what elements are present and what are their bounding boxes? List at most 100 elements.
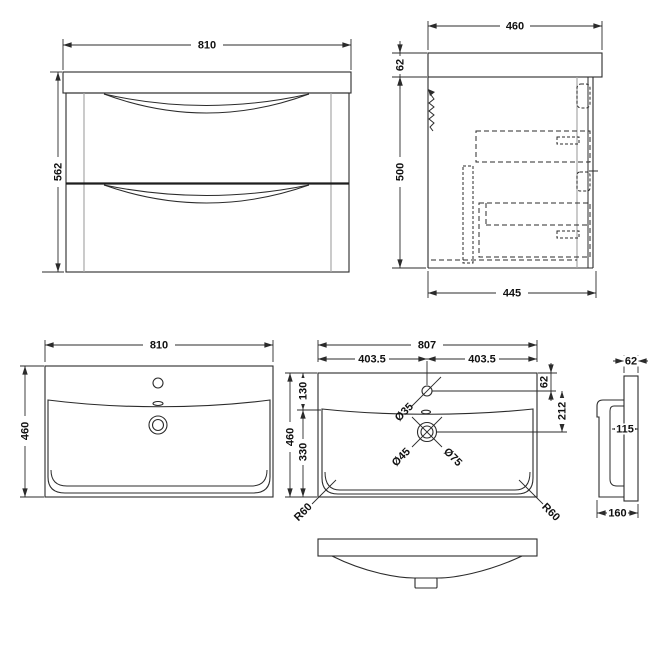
dim-label-62-profile: 62 <box>625 356 637 368</box>
label-mask <box>556 398 568 424</box>
dim-label-460-detail-group: 460 <box>284 422 297 452</box>
basin-bowl-outline <box>47 399 271 494</box>
dim-half-widths: 403.5 403.5 <box>318 353 537 385</box>
dim-label-212-group: 212 <box>556 398 569 424</box>
drawer-handle-curve-bottom <box>103 184 310 196</box>
label-mask <box>500 20 530 32</box>
dim-label-330-group: 330 <box>297 439 310 465</box>
dim-label-403-5-right: 403.5 <box>468 354 496 366</box>
wall-fixing-mark <box>428 89 435 96</box>
dim-worktop-thickness: 62 <box>392 41 427 89</box>
dim-label-500-group: 500 <box>394 157 407 187</box>
overflow-slot <box>152 400 164 407</box>
dim-label-460-detail: 460 <box>285 428 297 446</box>
label-r60-left: R60 <box>292 501 315 524</box>
dim-label-445: 445 <box>503 288 521 300</box>
drawer-handle-curve-bottom <box>103 184 310 204</box>
drawer-handle-curve-top <box>103 93 310 114</box>
dim-label-130-group: 130 <box>297 378 310 404</box>
dim-label-403-5-left: 403.5 <box>358 354 386 366</box>
basin-detail-view: 807 403.5 403.5 Ø35 Ø45 Ø75 <box>284 339 569 524</box>
dim-label-62-detail-group: 62 <box>539 376 551 388</box>
dim-label-115: 115 <box>616 424 634 436</box>
dim-bowl-inner-depth: 115 <box>612 423 638 436</box>
waste-outlet-inner <box>420 425 434 439</box>
dim-label-160: 160 <box>608 508 626 520</box>
drawer-box-top-hidden <box>475 130 591 163</box>
label-tap-dia: Ø35 <box>393 401 416 424</box>
bowl-outer-profile <box>596 399 624 498</box>
basin-front-view <box>317 538 538 589</box>
dim-label-562: 562 <box>53 163 65 181</box>
label-waste-inner-dia: Ø45 <box>390 446 413 469</box>
dim-basin-depth: 460 <box>19 365 44 498</box>
hanging-bracket-top <box>576 83 591 109</box>
label-mask <box>607 507 628 519</box>
dim-label-460: 460 <box>506 21 524 33</box>
dim-label-810: 810 <box>198 40 216 52</box>
dim-label-212: 212 <box>557 402 569 420</box>
waste-outer-label-group: Ø75 <box>441 446 464 469</box>
basin-plan-view: 810 460 <box>19 339 274 498</box>
dim-label-460-basin: 460 <box>20 422 32 440</box>
label-mask <box>496 287 528 299</box>
cabinet-front-view: 810 562 <box>42 39 352 273</box>
waste-fitting-front <box>414 577 438 589</box>
dim-overall-depth: 160 <box>596 500 639 520</box>
label-mask <box>191 39 223 51</box>
tap-hole <box>152 377 164 389</box>
dim-side-top-depth: 460 <box>427 20 603 50</box>
label-waste-outer-dia: Ø75 <box>441 446 464 469</box>
waste-cross-line <box>411 416 443 448</box>
waste-outlet-inner <box>151 418 165 432</box>
label-r60-right: R60 <box>539 501 562 524</box>
drawer-runner-top-hidden <box>556 136 580 145</box>
dim-tap-position: 62 212 <box>538 363 569 432</box>
bowl-inner-profile <box>609 405 624 487</box>
label-mask <box>297 439 309 465</box>
corner-radius-right: R60 <box>518 479 562 524</box>
radius-leader <box>311 479 337 505</box>
dim-label-810-basin: 810 <box>150 340 168 352</box>
basin-rim-outline <box>44 365 274 498</box>
drawer-front-hidden-edge <box>462 165 474 264</box>
dim-basin-width: 810 <box>44 339 274 362</box>
dim-cabinet-height-side: 500 <box>392 77 426 269</box>
worktop-outline <box>62 71 352 94</box>
dim-label-62-group: 62 <box>394 56 407 74</box>
label-mask <box>623 355 639 367</box>
label-mask <box>284 422 296 452</box>
label-mask <box>143 339 175 351</box>
dim-bottom-depth: 445 <box>427 271 597 300</box>
overflow-slot <box>420 409 432 415</box>
corner-radius-left: R60 <box>292 479 337 524</box>
basin-profile-view: 62 115 160 <box>596 355 648 520</box>
basin-bowl-inner-line <box>324 471 531 491</box>
label-mask <box>411 339 443 351</box>
dim-rim-depth: 62 <box>613 355 648 373</box>
dim-label-500: 500 <box>395 163 407 181</box>
bowl-front-curve <box>331 555 523 579</box>
dim-label-562-group: 562 <box>52 157 65 187</box>
label-mask <box>355 353 389 365</box>
basin-back-rim-outline <box>623 375 639 502</box>
tap-dia-label-group: Ø35 <box>393 401 416 424</box>
label-mask <box>465 353 499 365</box>
waste-inner-label-group: Ø45 <box>390 446 413 469</box>
cabinet-side-view: 460 62 500 445 <box>392 20 603 300</box>
dim-cabinet-height: 562 <box>42 71 65 273</box>
label-mask <box>297 378 309 404</box>
radius-leader <box>518 479 544 505</box>
wall-fixing-squiggle <box>428 94 435 132</box>
dim-label-460-basin-group: 460 <box>19 416 32 446</box>
dim-label-807: 807 <box>418 340 436 352</box>
r60-left-label-group: R60 <box>292 501 315 524</box>
dim-label-62-detail: 62 <box>539 376 551 388</box>
label-mask <box>394 157 406 187</box>
basin-bowl-inner-line <box>50 469 268 487</box>
dim-label-330: 330 <box>298 443 310 461</box>
waste-outlet-outer <box>148 415 168 435</box>
drawer-handle-curve-top <box>103 93 310 106</box>
label-mask <box>615 423 635 435</box>
